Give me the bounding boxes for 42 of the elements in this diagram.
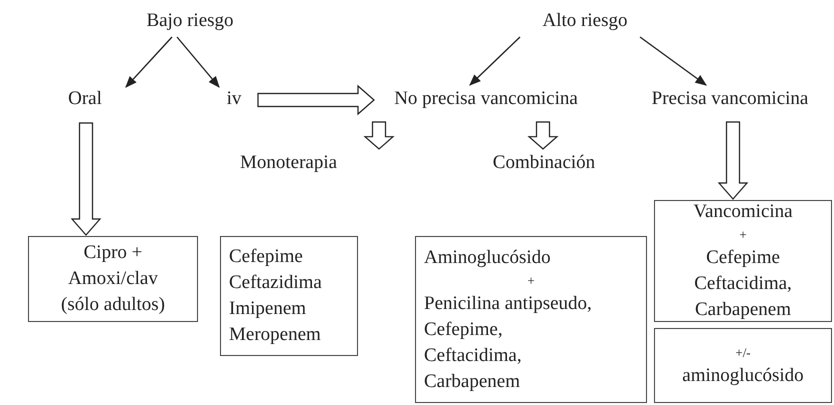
flow-label: No precisa vancomicina (393, 87, 579, 111)
flow-label: iv (226, 87, 242, 111)
flow-label: Precisa vancomicina (650, 87, 810, 111)
treatment-box (654, 328, 832, 403)
arrow (640, 36, 707, 86)
block-arrow (718, 121, 748, 200)
block-arrow (70, 122, 102, 236)
flow-label: Oral (67, 87, 103, 111)
treatment-text: Meropenem (229, 323, 322, 347)
treatment-text: Cipro + (82, 241, 144, 265)
treatment-text: Cefepime, (424, 318, 504, 342)
treatment-text: Ceftacidima, (424, 344, 523, 368)
treatment-text: Carbapenem (694, 298, 792, 322)
arrow (125, 36, 172, 88)
treatment-text: Ceftazidima (229, 271, 323, 295)
treatment-text: + (738, 226, 748, 244)
treatment-text: Aminoglucósido (424, 246, 552, 270)
flow-label: Alto riesgo (542, 9, 628, 33)
treatment-box (415, 236, 647, 403)
treatment-text: Imipenem (229, 297, 308, 321)
treatment-text: aminoglucósido (681, 364, 805, 388)
treatment-text: Vancomicina (692, 200, 794, 224)
treatment-text: Cefepime (705, 246, 781, 270)
treatment-box (28, 236, 198, 322)
flow-label: Bajo riesgo (145, 9, 235, 33)
treatment-text: (sólo adultos) (60, 293, 166, 317)
treatment-text: + (526, 272, 536, 290)
block-arrow (363, 121, 395, 150)
treatment-text: +/- (734, 344, 752, 362)
treatment-text: Amoxi/clav (67, 267, 159, 291)
arrow (176, 36, 220, 88)
treatment-box (220, 236, 358, 356)
flow-label: Monoterapia (240, 151, 338, 175)
block-arrow (257, 84, 375, 116)
block-arrow (527, 121, 559, 150)
arrow (469, 36, 520, 86)
treatment-text: Penicilina antipseudo, (424, 292, 593, 316)
treatment-box (654, 200, 832, 322)
treatment-text: Carbapenem (424, 370, 522, 394)
treatment-text: Cefepime (229, 245, 304, 269)
flow-label: Combinación (492, 151, 596, 175)
treatment-text: Ceftacidima, (693, 272, 793, 296)
